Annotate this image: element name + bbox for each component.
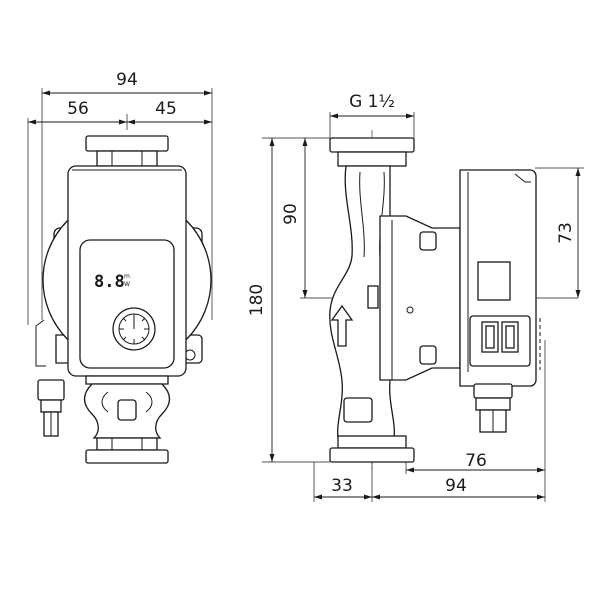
front-cable-gland <box>37 379 65 401</box>
dim-side-bottom-mid: 76 <box>465 451 487 471</box>
dim-side-height: 180 <box>247 284 267 316</box>
side-bottom-flange <box>329 447 415 463</box>
display-unit-w: W <box>124 281 130 288</box>
front-cable-gland-nut <box>40 399 62 413</box>
display-digits: 8.8 <box>94 272 125 292</box>
dim-front-right: 45 <box>155 99 177 119</box>
side-top-flange <box>329 137 415 153</box>
side-module-window <box>477 261 511 301</box>
dim-thread: G 1½ <box>349 92 395 112</box>
flow-direction-arrow-icon <box>330 304 354 347</box>
front-bottom-band <box>85 375 169 385</box>
dim-front-left: 56 <box>67 99 89 119</box>
side-view: G 1½ 180 90 73 76 33 94 <box>247 92 584 502</box>
front-bottom-flange <box>85 449 169 464</box>
side-lower-window <box>343 397 373 423</box>
side-cable-gland <box>473 383 513 399</box>
dim-side-right-height: 73 <box>556 222 576 244</box>
display-unit-m: m <box>124 273 130 280</box>
front-view: 94 56 45 8.8 m W <box>27 70 213 464</box>
front-cable <box>35 319 46 367</box>
side-vent <box>367 285 379 309</box>
dim-front-width: 94 <box>116 70 138 90</box>
side-bottom-neck <box>337 435 407 449</box>
dim-side-bottom-right: 94 <box>445 476 467 496</box>
dim-side-upper: 90 <box>281 203 301 225</box>
side-top-neck <box>337 151 407 167</box>
dim-side-bottom-left: 33 <box>331 476 353 496</box>
front-top-neck <box>96 150 158 167</box>
front-bottom-neck <box>96 437 158 451</box>
control-knob[interactable] <box>112 307 156 351</box>
side-plug-connector[interactable] <box>469 315 531 367</box>
side-pipe-body <box>329 165 395 439</box>
front-top-flange <box>85 135 169 152</box>
